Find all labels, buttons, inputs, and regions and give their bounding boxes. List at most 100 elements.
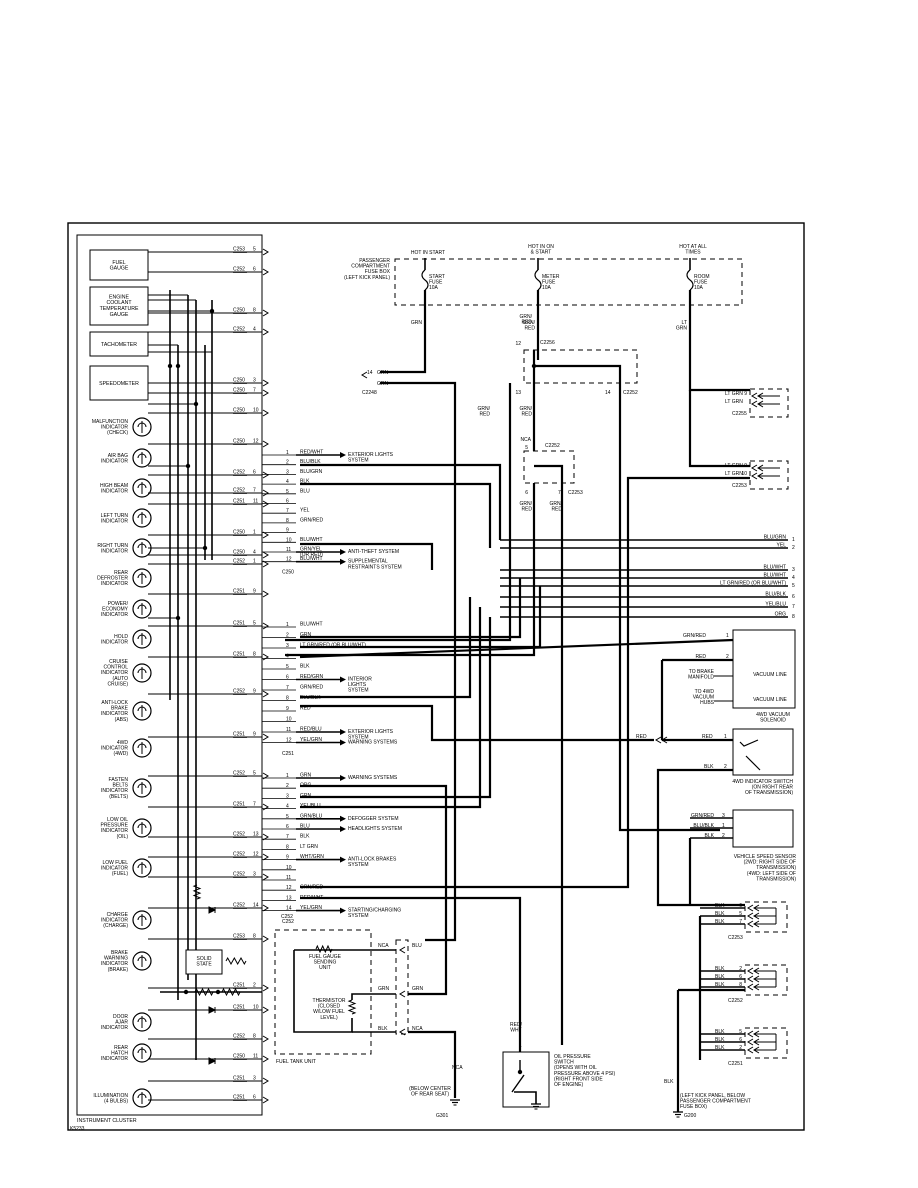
wire [300, 704, 654, 742]
wire [380, 381, 457, 942]
cluster-title: INSTRUMENT CLUSTER [77, 1118, 137, 1124]
indicator-bulb-icon [132, 1088, 152, 1108]
wire-color: RED/WHT [300, 450, 323, 456]
wire [534, 464, 564, 483]
pin-number: 5 [739, 911, 742, 917]
splice-dot [531, 363, 537, 369]
wire-color: YEL [300, 508, 310, 514]
arrow-head [340, 907, 346, 914]
wire-color: BLK [704, 764, 714, 770]
pin-arrow [262, 622, 269, 630]
splice-dot [215, 989, 221, 995]
wire [300, 476, 750, 889]
connector-ref: C250 [233, 550, 245, 556]
wire-color: GRN [300, 632, 312, 638]
wire-color: BLK [715, 911, 725, 917]
splice-dot [202, 545, 208, 551]
connector-ref: C252 [233, 267, 245, 273]
connector-ref: C251 [233, 652, 245, 658]
pin-number: 5 [286, 664, 289, 670]
fuse-icon [421, 269, 429, 291]
diode-icon [208, 1057, 217, 1065]
destination-label: HEADLIGHTS SYSTEM [348, 826, 402, 832]
wire-color: BLU [300, 488, 310, 494]
splice-dot [175, 363, 181, 369]
chevron-left-icon [399, 990, 406, 998]
pin-number: 1 [726, 633, 729, 639]
switch-pivot-icon [517, 1069, 523, 1075]
wire-color: BLU/GRN [300, 469, 323, 475]
gauge-box [89, 286, 149, 326]
pin-number: 3 [286, 643, 289, 649]
pin-number: 14 [253, 903, 259, 909]
chevron-left-icon [361, 371, 368, 379]
pin-number: 9 [253, 732, 256, 738]
pin-number: 10 [253, 408, 259, 414]
pin-number: 1 [286, 773, 289, 779]
resistor-icon [347, 999, 357, 1015]
indicator-bulb-icon [132, 778, 152, 798]
destination-label: WARNING SYSTEMS [348, 740, 398, 746]
wire-color: GRN/RED [520, 406, 533, 418]
wire-color: BLU/WHT [300, 622, 323, 628]
pin-number: 4 [253, 327, 256, 333]
pin-number: 7 [253, 388, 256, 394]
wire-color: RED/GRN [300, 674, 323, 680]
small-connector-outline [749, 460, 789, 490]
wire-color: YEL/GRN [300, 737, 322, 743]
pin-number: 9 [286, 706, 289, 712]
wire [300, 482, 492, 548]
connector-ref: C250 [233, 308, 245, 314]
connector-ref: C252 [233, 689, 245, 695]
pin-number: 13 [253, 832, 259, 838]
wire-color: GRN/RED [683, 633, 706, 639]
gauge-label: TACHOMETER [101, 342, 137, 348]
wire-color: GRN/RED [300, 685, 323, 691]
fuel-tank-outline [274, 929, 372, 1055]
pin-number: 12 [253, 439, 259, 445]
pin-number: 1 [253, 559, 256, 565]
wire [293, 950, 353, 1033]
wire-color: LT GRN/RED (OR BLU/WHT) [720, 581, 786, 587]
wire [285, 483, 536, 657]
oil-switch-box [502, 1051, 550, 1108]
arrow-head [340, 729, 346, 735]
hot-label: HOT IN START [411, 250, 445, 256]
pin-number: 10 [253, 1005, 259, 1011]
connector-ref: C251 [233, 589, 245, 595]
arrow-head [340, 558, 346, 565]
wire [300, 542, 434, 570]
connector-ref: C252 [233, 903, 245, 909]
pin-number: 3 [722, 813, 725, 819]
wire-color: BLK [715, 974, 725, 980]
pin-number: 3 [792, 567, 795, 573]
wire-color: LT GRN [725, 391, 743, 397]
wire [299, 638, 734, 659]
pin-number: 9 [253, 589, 256, 595]
indicator-bulb-icon [132, 417, 152, 437]
pin-number: 4 [253, 550, 256, 556]
wire-color: BLK [705, 833, 715, 839]
chevron-left-icon [751, 400, 758, 408]
wire-color: BLU/GRN [764, 535, 787, 541]
wire-color: BLK [300, 834, 310, 840]
indicator-bulb-icon [132, 738, 152, 758]
wire-color: GRN [377, 370, 389, 376]
pin-arrow [262, 853, 269, 861]
pin-arrow [262, 935, 269, 943]
wire-color: BLK [715, 919, 725, 925]
